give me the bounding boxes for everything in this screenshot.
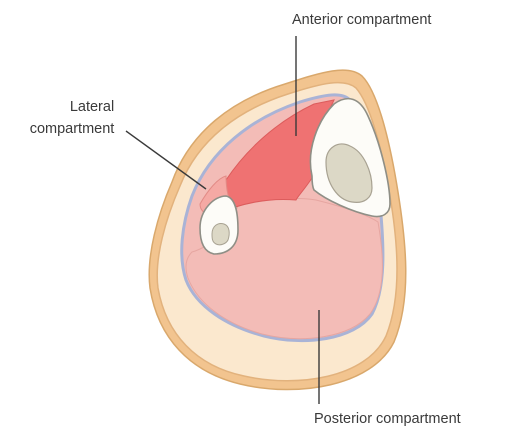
fibula-marrow	[212, 223, 229, 244]
anterior-compartment-label: Anterior compartment	[292, 12, 431, 28]
posterior-compartment-label: Posterior compartment	[314, 411, 461, 427]
lateral-compartment-label-line1: Lateral	[70, 99, 114, 115]
lateral-compartment-label-line2: compartment	[30, 121, 115, 137]
